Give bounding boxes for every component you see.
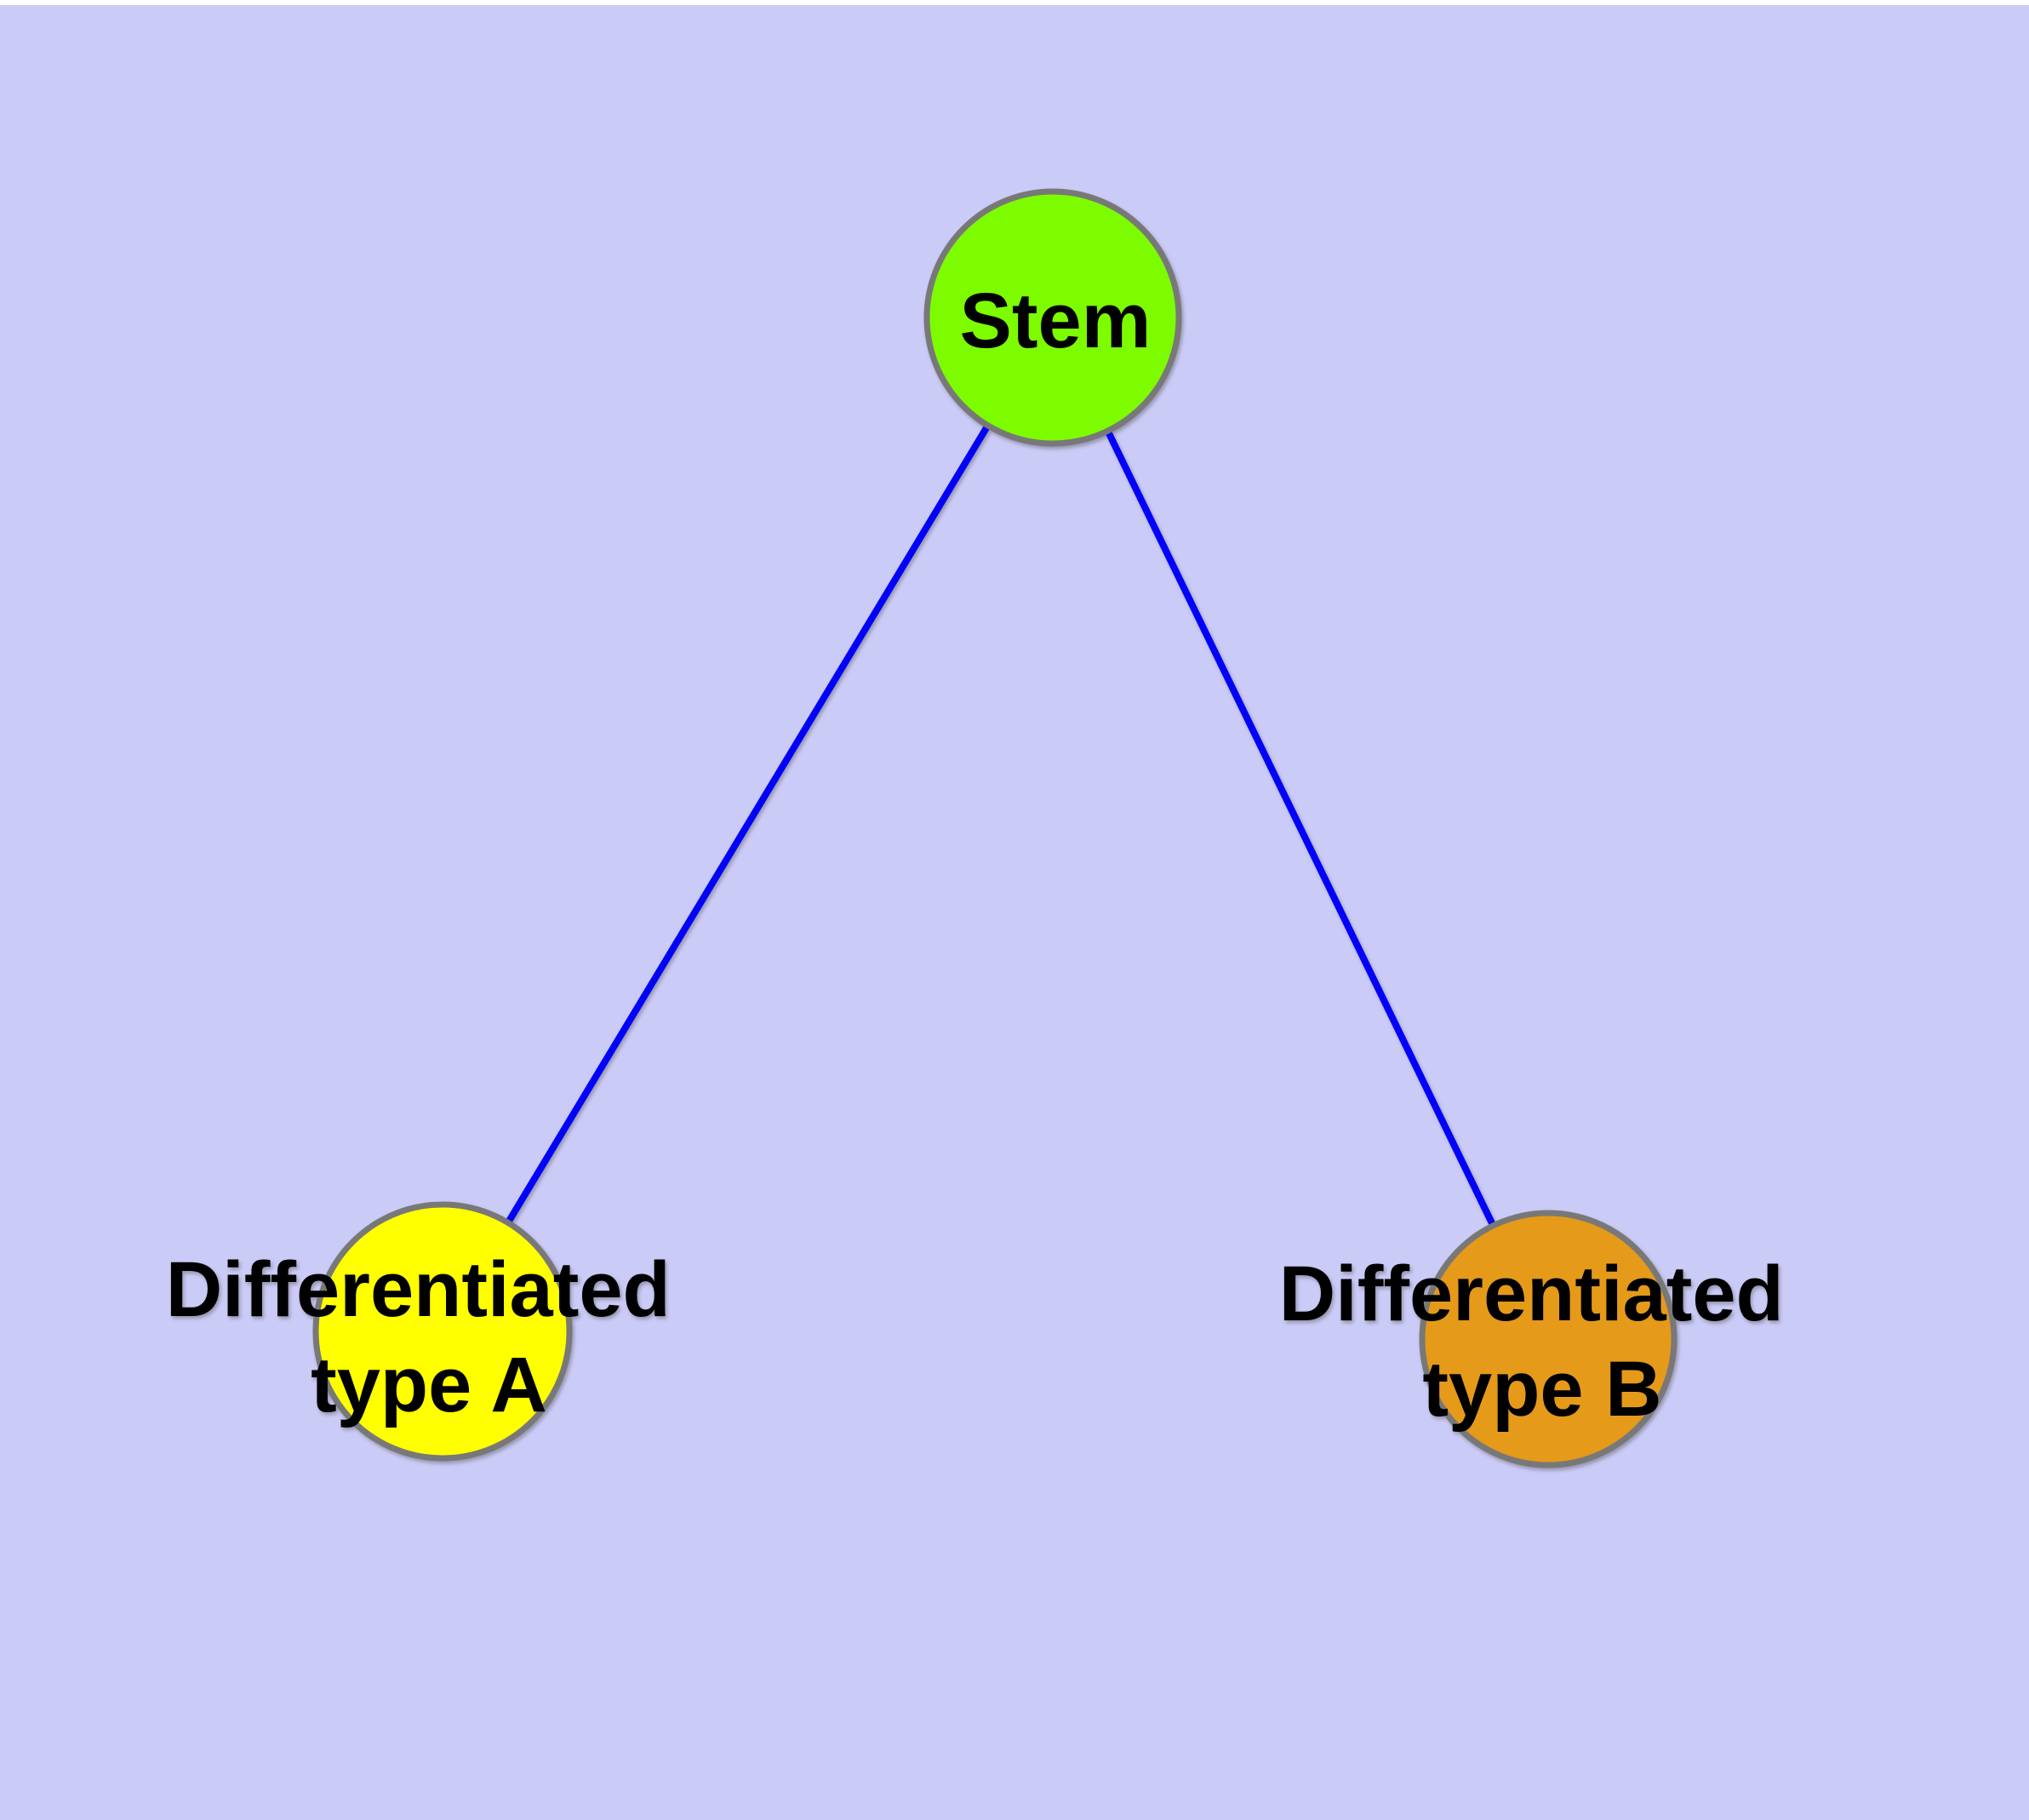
node-type-b-label-line2: type B [1422, 1346, 1661, 1433]
node-stem [923, 188, 1182, 447]
node-type-a-label: Differentiated type A [166, 1246, 693, 1428]
node-type-b-label: Differentiated type B [1279, 1251, 1806, 1433]
node-differentiated-type-b [1419, 1210, 1677, 1468]
node-type-b-label-line1: Differentiated [1279, 1251, 1784, 1337]
node-differentiated-type-a [312, 1201, 573, 1462]
node-type-a-label-line1: Differentiated [166, 1246, 671, 1333]
graph-content: Stem Differentiated type A Differentiate… [166, 188, 1806, 1468]
node-type-a-label-line2: type A [311, 1342, 547, 1428]
top-margin-strip [0, 0, 2029, 5]
edge-stem-to-type-a [439, 315, 1056, 1334]
edge-stem-to-type-b [1049, 316, 1552, 1341]
node-stem-label: Stem [960, 278, 1152, 364]
